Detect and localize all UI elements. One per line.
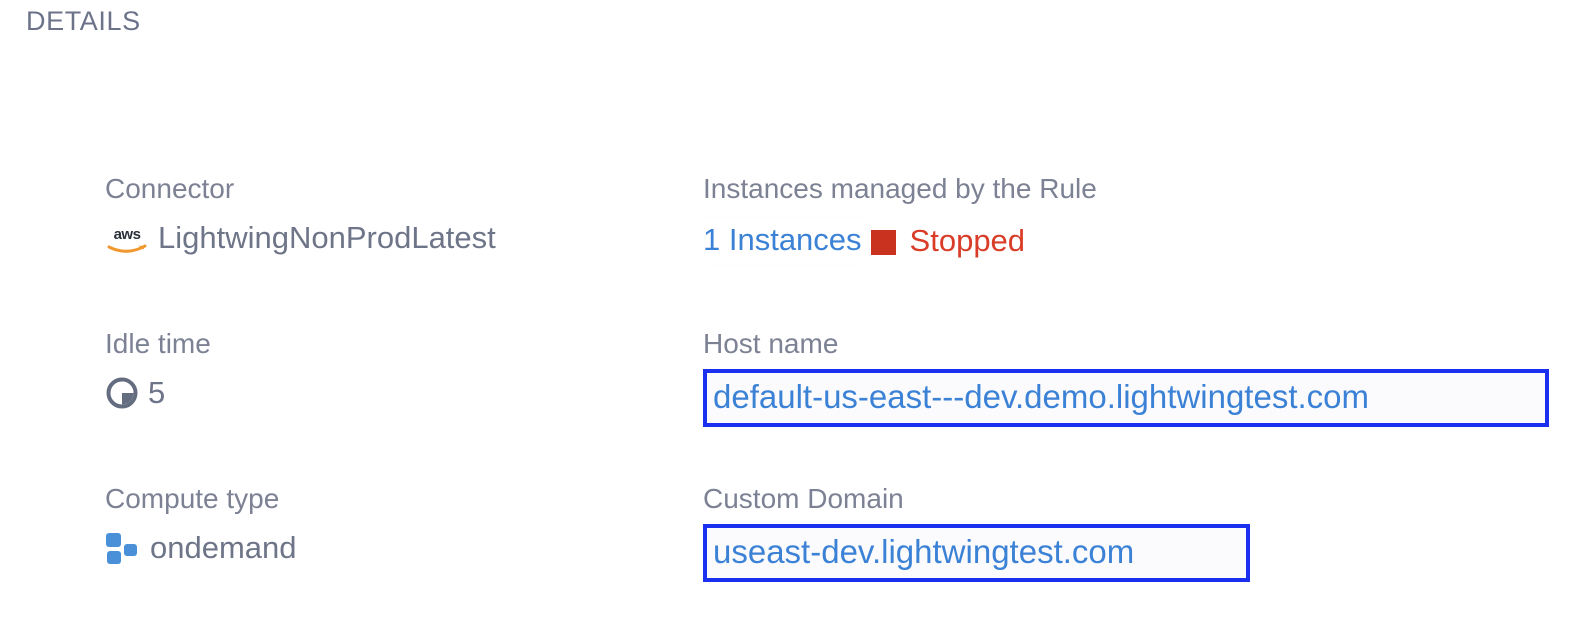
compute-type-value: ondemand: [150, 530, 297, 565]
details-grid: Connector aws LightwingNonProdLatest Ins…: [0, 170, 1596, 635]
field-label-host-name: Host name: [703, 328, 839, 359]
aws-logo-icon: aws: [105, 223, 149, 255]
field-compute-type: Compute type ondemand: [105, 480, 297, 569]
status-badge-swatch: [870, 230, 896, 255]
connector-name: LightwingNonProdLatest: [158, 220, 496, 255]
field-label-instances: Instances managed by the Rule: [703, 173, 1097, 204]
field-label-custom-domain: Custom Domain: [703, 483, 904, 514]
field-idle-time: Idle time 5: [105, 325, 211, 414]
field-value-compute-type: ondemand: [105, 527, 297, 569]
field-instances: Instances managed by the Rule 1 Instance…: [699, 170, 1097, 264]
field-label-idle-time: Idle time: [105, 328, 211, 359]
field-value-idle-time: 5: [105, 372, 211, 414]
idle-time-value: 5: [148, 375, 166, 410]
field-host-name: Host name default-us-east---dev.demo.lig…: [703, 325, 1549, 427]
field-connector: Connector aws LightwingNonProdLatest: [105, 170, 496, 259]
details-row: Idle time 5 Host name default-us-east---…: [0, 325, 1596, 480]
host-name-link[interactable]: default-us-east---dev.demo.lightwingtest…: [713, 378, 1370, 415]
field-value-connector: aws LightwingNonProdLatest: [105, 217, 496, 259]
field-value-instances: 1 Instances Stopped: [699, 217, 1097, 264]
page-title: DETAILS: [26, 6, 141, 36]
svg-text:aws: aws: [114, 226, 141, 243]
clock-pie-icon: [105, 376, 139, 410]
field-label-compute-type: Compute type: [105, 483, 280, 514]
details-row: Compute type ondemand Custom Domain usea…: [0, 480, 1596, 635]
field-label-connector: Connector: [105, 173, 235, 204]
host-name-highlight-box: default-us-east---dev.demo.lightwingtest…: [703, 369, 1549, 427]
details-row: Connector aws LightwingNonProdLatest Ins…: [0, 170, 1596, 325]
custom-domain-link[interactable]: useast-dev.lightwingtest.com: [713, 533, 1135, 570]
instances-count-link[interactable]: 1 Instances: [699, 217, 869, 264]
custom-domain-highlight-box: useast-dev.lightwingtest.com: [703, 524, 1250, 582]
status-badge-label: Stopped: [909, 222, 1026, 258]
compute-blocks-icon: [105, 532, 141, 565]
field-custom-domain: Custom Domain useast-dev.lightwingtest.c…: [703, 480, 1250, 582]
